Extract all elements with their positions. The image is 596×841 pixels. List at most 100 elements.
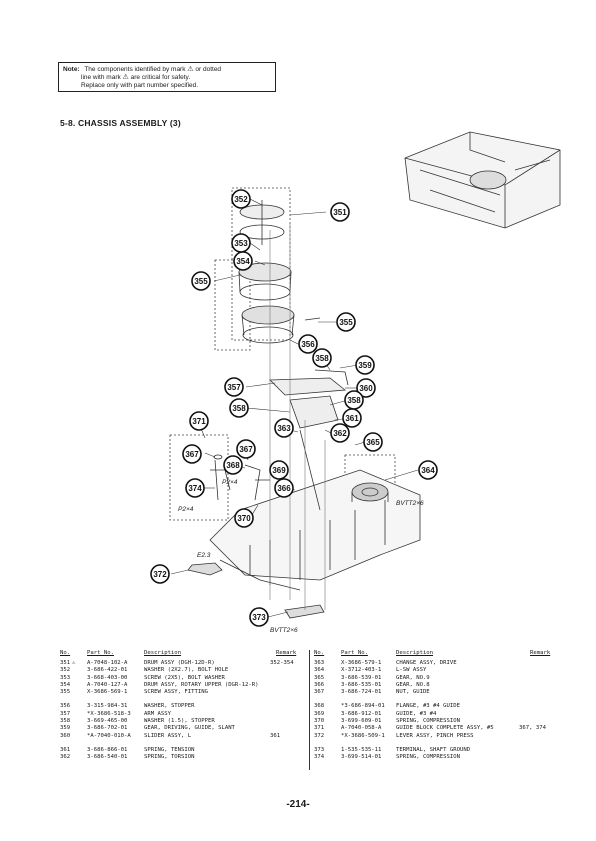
page-number: -214- <box>286 799 310 810</box>
cell-part-no: A-7040-127-A <box>87 681 128 688</box>
cell-no: 371 <box>314 725 325 732</box>
note-label: Note: <box>63 66 80 73</box>
row-group-spacer <box>60 740 308 747</box>
cell-description: L-SW ASSY <box>396 667 427 674</box>
cell-part-no: 3-668-403-00 <box>87 674 128 681</box>
cell-part-no: *X-3686-509-1 <box>341 732 385 739</box>
callout-number: 355 <box>194 277 208 286</box>
callout-number: 354 <box>236 257 250 266</box>
parts-column-left: No. Part No. Description Remark 351⚠A-70… <box>60 650 308 762</box>
screw-label: E2.3 <box>197 552 211 559</box>
callout-circle <box>312 348 332 368</box>
header-description: Description <box>144 650 182 656</box>
callout-number: 355 <box>339 318 353 327</box>
cell-no: 354 <box>60 681 71 688</box>
cell-description: DRUM ASSY, ROTARY UPPER (DGR-12-R) <box>144 681 259 688</box>
callout-circle <box>191 271 211 291</box>
leader-lines <box>170 198 419 618</box>
header-no: No. <box>60 650 71 656</box>
callout-number: 364 <box>421 466 435 475</box>
callout-circle <box>234 508 254 528</box>
cell-no: 358 <box>60 718 71 725</box>
callout-group: 3513523533543553553563583593603573583613… <box>150 189 438 627</box>
callout-number: 357 <box>227 383 241 392</box>
callout-number: 359 <box>358 361 372 370</box>
cell-part-no: 3-669-465-00 <box>87 718 128 725</box>
callout-number: 372 <box>153 570 167 579</box>
cell-description: SCREW ASSY, FITTING <box>144 689 208 696</box>
cell-description: FLANGE, #3 #4 GUIDE <box>396 703 460 710</box>
callout-circle <box>274 418 294 438</box>
callout-circle <box>233 251 253 271</box>
cell-no: 366 <box>314 681 325 688</box>
screw-label: P2×4 <box>178 506 194 513</box>
cell-part-no: 3-699-514-01 <box>341 754 382 761</box>
callout-circle <box>224 377 244 397</box>
cell-part-no: 3-686-535-01 <box>341 681 382 688</box>
screw-label: BVTT2×6 <box>270 627 298 634</box>
cell-part-no: 3-315-984-31 <box>87 703 128 710</box>
callout-circle <box>298 334 318 354</box>
section-title: 5-8. CHASSIS ASSEMBLY (3) <box>60 118 181 128</box>
cell-part-no: 3-686-539-01 <box>341 674 382 681</box>
cell-description: SCREW (2X5), BOLT WASHER <box>144 674 225 681</box>
cell-remark: 352-354 <box>270 660 294 666</box>
cell-no: 355 <box>60 689 71 696</box>
cell-description: NUT, GUIDE <box>396 689 430 696</box>
callout-circle <box>150 564 170 584</box>
callout-number: 374 <box>188 484 202 493</box>
header-description: Description <box>396 650 434 656</box>
table-row: 366 3-686-535-01 GEAR, NO.8 <box>314 682 560 689</box>
cell-description: GUIDE, #3 #4 <box>396 710 437 717</box>
callout-number: 368 <box>226 461 240 470</box>
screw-label: P2×4 <box>222 479 238 486</box>
cell-no: 368 <box>314 703 325 710</box>
note-line-2: line with mark ⚠ are critical for safety… <box>81 74 191 81</box>
callout-circle <box>229 398 249 418</box>
header-part-no: Part No. <box>87 650 114 656</box>
callout-number: 358 <box>232 404 246 413</box>
cell-part-no: 3-686-702-01 <box>87 725 128 732</box>
cell-part-no: X-3712-403-1 <box>341 667 382 674</box>
cell-description: SPRING, TENSION <box>144 746 195 753</box>
callout-number: 362 <box>333 429 347 438</box>
cell-part-no: 3-686-540-01 <box>87 754 128 761</box>
header-remark: Remark <box>276 650 297 656</box>
callout-circle <box>236 439 256 459</box>
callout-number: 369 <box>272 466 286 475</box>
callout-circle <box>274 478 294 498</box>
cell-part-no: 3-686-912-01 <box>341 710 382 717</box>
gear-assembly <box>351 482 389 502</box>
callout-circle <box>231 189 251 209</box>
cell-part-no: 3-686-724-01 <box>341 689 382 696</box>
callout-circle <box>249 607 269 627</box>
callout-number: 351 <box>333 208 347 217</box>
cell-description: GUIDE BLOCK COMPLETE ASSY, #5 <box>396 725 494 732</box>
cell-no: 351 <box>60 660 71 666</box>
cell-no: 359 <box>60 725 71 732</box>
callout-circle <box>330 423 350 443</box>
warning-triangle-icon: ⚠ <box>187 66 194 73</box>
cell-no: 357 <box>60 710 71 717</box>
cell-description: SPRING, COMPRESSION <box>396 718 460 725</box>
cell-no: 365 <box>314 674 325 681</box>
cell-description: ARM ASSY <box>144 710 171 717</box>
table-row: 354 A-7040-127-A DRUM ASSY, ROTARY UPPER (… <box>60 682 308 689</box>
cell-part-no: A-7040-058-A <box>341 725 382 732</box>
screw-label: BVTT2×6 <box>396 500 424 507</box>
row-group-spacer <box>314 740 560 747</box>
callout-number: 361 <box>345 414 359 423</box>
cell-description: GEAR, NO.8 <box>396 681 430 688</box>
